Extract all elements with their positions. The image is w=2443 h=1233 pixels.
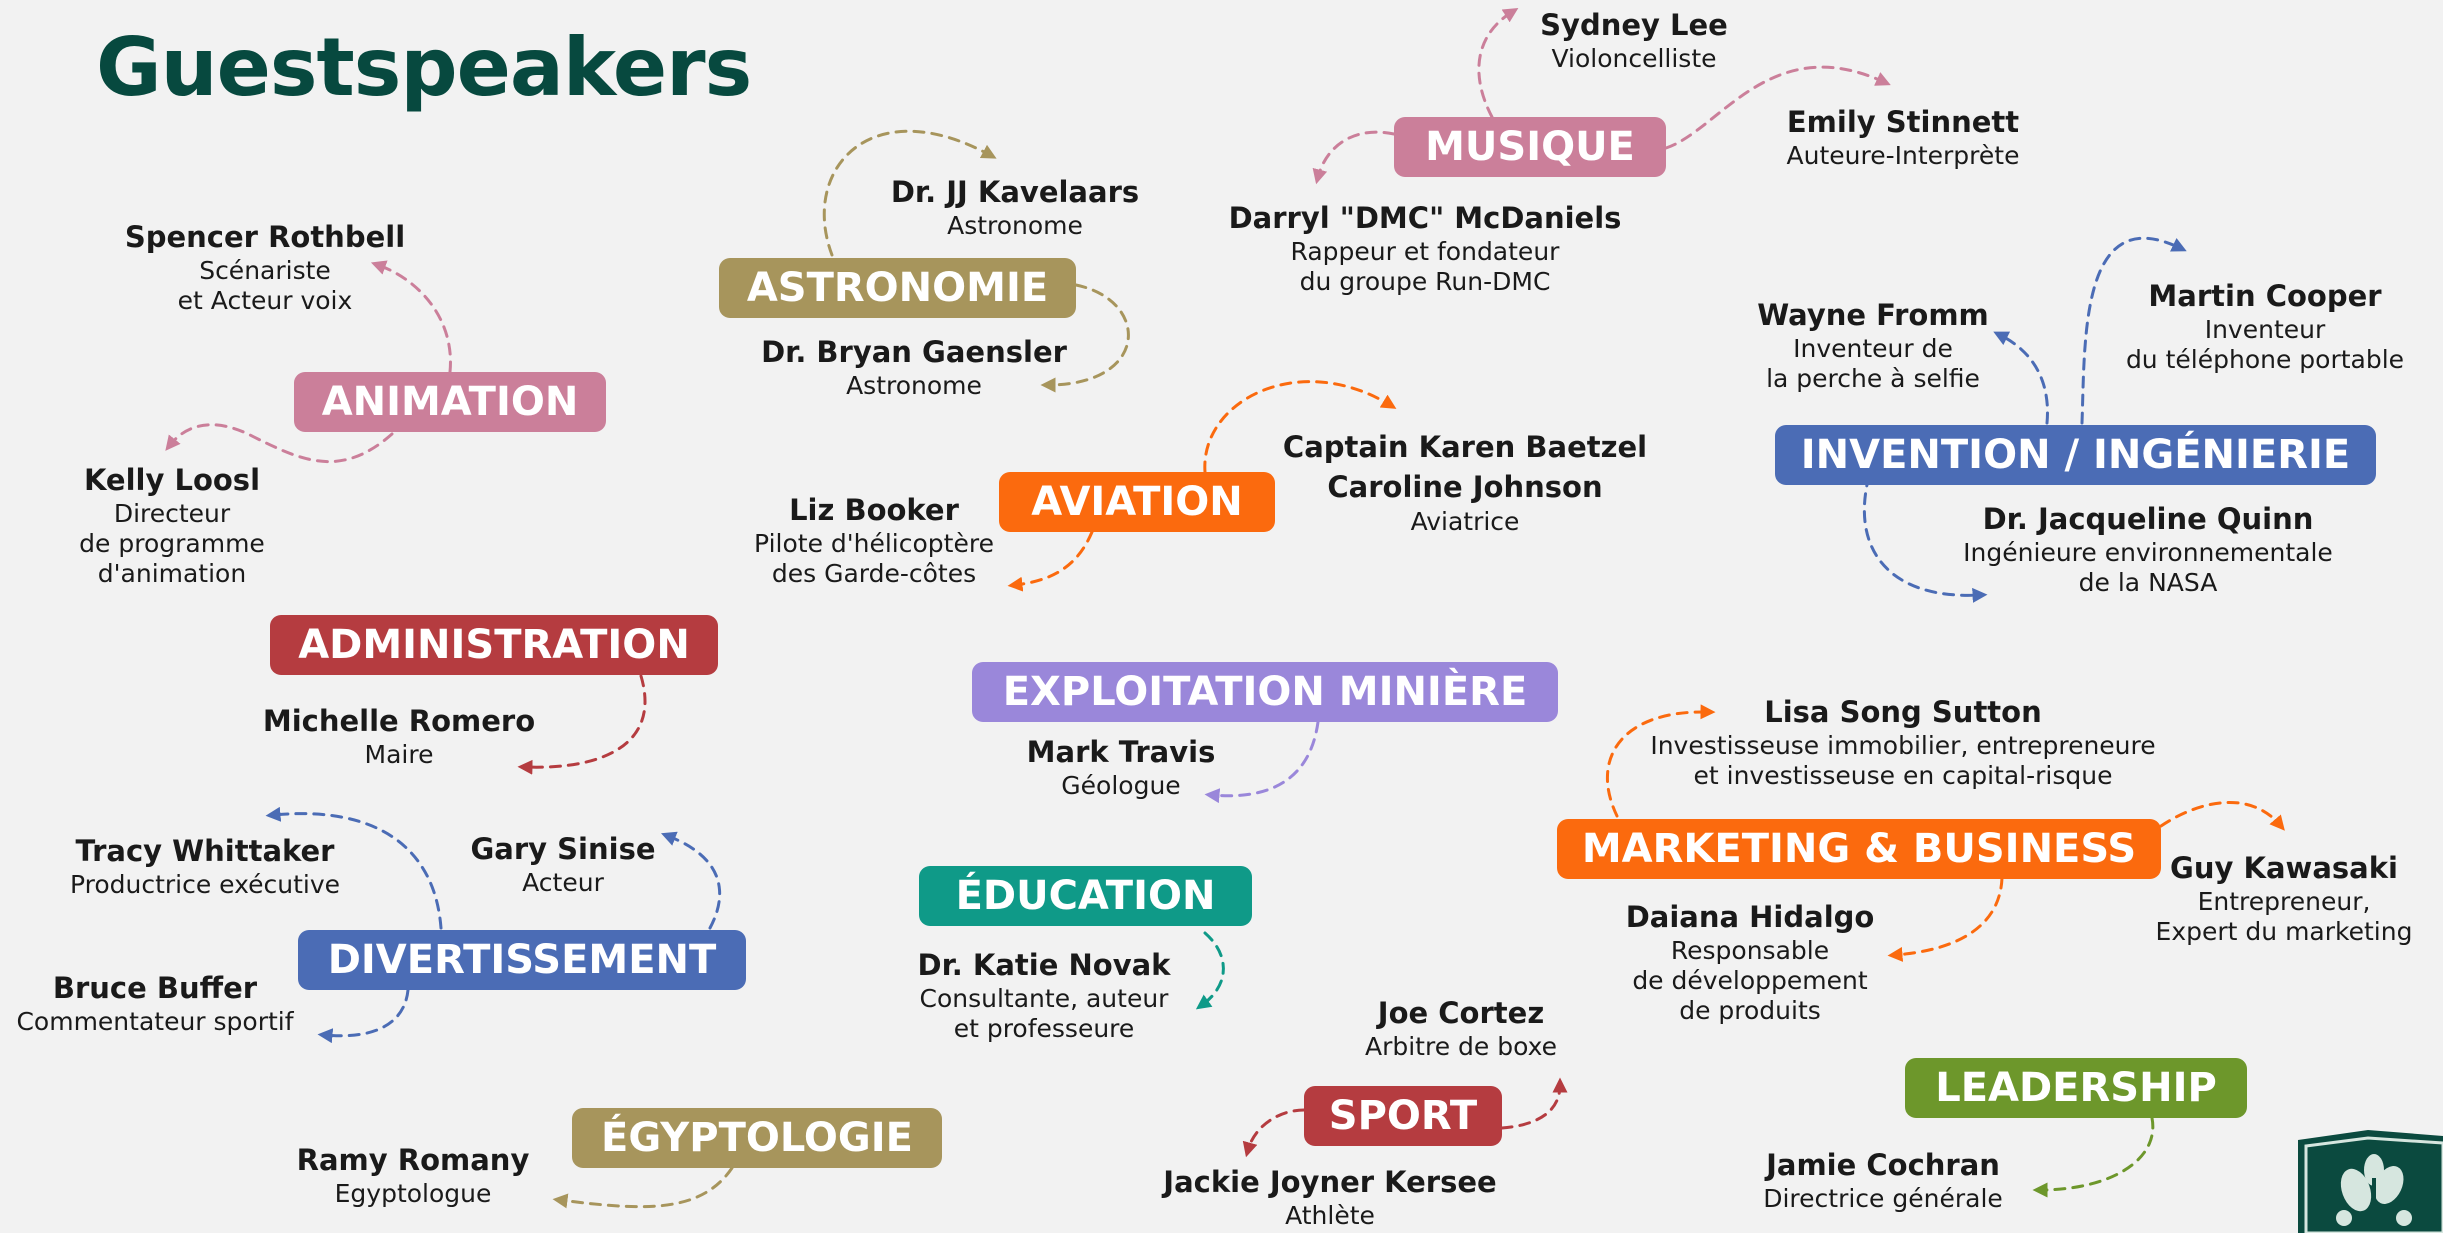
speaker-name: Tracy Whittaker bbox=[75, 834, 335, 868]
speaker-karen-baetzel-caroline-johnson: Captain Karen Baetzel Caroline Johnson A… bbox=[1283, 427, 1647, 537]
speaker-role: Commentateur sportif bbox=[16, 1007, 294, 1036]
speaker-role: Directeur de programme d'animation bbox=[79, 499, 265, 588]
speaker-mark-travis: Mark Travis Géologue bbox=[1027, 733, 1216, 801]
speaker-name: Kelly Loosl bbox=[83, 463, 261, 497]
speaker-lisa-song-sutton: Lisa Song Sutton Investisseuse immobilie… bbox=[1650, 693, 2155, 791]
speaker-role: Violoncelliste bbox=[1551, 44, 1717, 73]
speaker-name: Jackie Joyner Kersee bbox=[1163, 1165, 1497, 1199]
speaker-name: Ramy Romany bbox=[296, 1143, 530, 1177]
speaker-role: Directrice générale bbox=[1763, 1184, 2003, 1213]
speaker-name: Darryl "DMC" McDaniels bbox=[1228, 201, 1622, 235]
speaker-liz-booker: Liz Booker Pilote d'hélicoptère des Gard… bbox=[754, 491, 994, 589]
speaker-name: Emily Stinnett bbox=[1786, 105, 2020, 139]
speaker-darryl-mcdaniels: Darryl "DMC" McDaniels Rappeur et fondat… bbox=[1229, 199, 1622, 297]
speaker-name: Wayne Fromm bbox=[1757, 298, 1989, 332]
tag-invention: INVENTION / INGÉNIERIE bbox=[1775, 425, 2376, 485]
speaker-jackie-joyner-kersee: Jackie Joyner Kersee Athlète bbox=[1163, 1163, 1496, 1231]
speaker-name: Bruce Buffer bbox=[52, 971, 258, 1005]
speaker-name: Martin Cooper bbox=[2148, 279, 2382, 313]
speaker-role: Maire bbox=[364, 740, 434, 769]
tag-animation: ANIMATION bbox=[294, 372, 606, 432]
tag-divertissement: DIVERTISSEMENT bbox=[298, 930, 746, 990]
speaker-role: Scénariste et Acteur voix bbox=[177, 256, 353, 315]
tag-egyptologie: ÉGYPTOLOGIE bbox=[572, 1108, 942, 1168]
speaker-kelly-loosl: Kelly Loosl Directeur de programme d'ani… bbox=[79, 461, 265, 589]
speaker-sydney-lee: Sydney Lee Violoncelliste bbox=[1540, 6, 1728, 74]
speaker-role: Consultante, auteur et professeure bbox=[919, 984, 1169, 1043]
speaker-name: Dr. Katie Novak bbox=[917, 948, 1171, 982]
tag-administration: ADMINISTRATION bbox=[270, 615, 718, 675]
speaker-name: Dr. Bryan Gaensler bbox=[761, 335, 1067, 369]
speaker-emily-stinnett: Emily Stinnett Auteure-Interprète bbox=[1787, 103, 2020, 171]
speaker-katie-novak: Dr. Katie Novak Consultante, auteur et p… bbox=[918, 946, 1171, 1044]
speaker-role: Astronome bbox=[846, 371, 982, 400]
speaker-name: Daiana Hidalgo bbox=[1625, 900, 1875, 934]
speaker-martin-cooper: Martin Cooper Inventeur du téléphone por… bbox=[2126, 277, 2404, 375]
speaker-role: Aviatrice bbox=[1410, 507, 1520, 536]
speaker-name: Spencer Rothbell bbox=[124, 220, 406, 254]
speaker-ramy-romany: Ramy Romany Egyptologue bbox=[297, 1141, 530, 1209]
speaker-role: Pilote d'hélicoptère des Garde-côtes bbox=[754, 529, 994, 588]
speaker-name: Joe Cortez bbox=[1377, 996, 1545, 1030]
tag-marketing: MARKETING & BUSINESS bbox=[1557, 819, 2161, 879]
speaker-name: Jamie Cochran bbox=[1766, 1148, 2000, 1182]
speaker-name: Dr. Jacqueline Quinn bbox=[1982, 502, 2314, 536]
speaker-name: Lisa Song Sutton bbox=[1764, 695, 2042, 729]
speaker-bruce-buffer: Bruce Buffer Commentateur sportif bbox=[16, 969, 293, 1037]
speaker-role: Productrice exécutive bbox=[69, 870, 341, 899]
speaker-role: Egyptologue bbox=[334, 1179, 492, 1208]
crest-logo-icon bbox=[2298, 1130, 2443, 1233]
speaker-joe-cortez: Joe Cortez Arbitre de boxe bbox=[1365, 994, 1557, 1062]
speaker-wayne-fromm: Wayne Fromm Inventeur de la perche à sel… bbox=[1757, 296, 1989, 394]
speaker-name: Dr. JJ Kavelaars bbox=[890, 175, 1140, 209]
speaker-role: Géologue bbox=[1061, 771, 1181, 800]
speaker-role: Rappeur et fondateur du groupe Run-DMC bbox=[1290, 237, 1560, 296]
speaker-role: Acteur bbox=[522, 868, 604, 897]
speaker-name: Captain Karen Baetzel Caroline Johnson bbox=[1282, 430, 1648, 504]
tag-astronomie: ASTRONOMIE bbox=[719, 258, 1076, 318]
speaker-name: Michelle Romero bbox=[262, 704, 536, 738]
speaker-role: Inventeur de la perche à selfie bbox=[1766, 334, 1980, 393]
speaker-gary-sinise: Gary Sinise Acteur bbox=[470, 830, 655, 898]
speaker-role: Responsable de développement de produits bbox=[1632, 936, 1868, 1025]
speaker-jacqueline-quinn: Dr. Jacqueline Quinn Ingénieure environn… bbox=[1963, 500, 2333, 598]
tag-musique: MUSIQUE bbox=[1394, 117, 1666, 177]
speaker-role: Arbitre de boxe bbox=[1364, 1032, 1558, 1061]
speaker-name: Sydney Lee bbox=[1540, 8, 1728, 42]
speaker-role: Investisseuse immobilier, entrepreneure … bbox=[1650, 731, 2156, 790]
speaker-guy-kawasaki: Guy Kawasaki Entrepreneur, Expert du mar… bbox=[2156, 849, 2413, 947]
tag-education: ÉDUCATION bbox=[919, 866, 1252, 926]
speaker-role: Astronome bbox=[947, 211, 1083, 240]
speaker-role: Inventeur du téléphone portable bbox=[2125, 315, 2405, 374]
speaker-name: Mark Travis bbox=[1026, 735, 1216, 769]
speaker-michelle-romero: Michelle Romero Maire bbox=[263, 702, 535, 770]
speaker-spencer-rothbell: Spencer Rothbell Scénariste et Acteur vo… bbox=[125, 218, 405, 316]
speaker-role: Athlète bbox=[1285, 1201, 1375, 1230]
tag-leadership: LEADERSHIP bbox=[1905, 1058, 2247, 1118]
speaker-name: Liz Booker bbox=[789, 493, 959, 527]
tag-aviation: AVIATION bbox=[999, 472, 1275, 532]
tag-sport: SPORT bbox=[1304, 1086, 1502, 1146]
speaker-tracy-whittaker: Tracy Whittaker Productrice exécutive bbox=[70, 832, 340, 900]
speaker-role: Ingénieure environnementale de la NASA bbox=[1963, 538, 2333, 597]
speaker-jj-kavelaars: Dr. JJ Kavelaars Astronome bbox=[891, 173, 1139, 241]
speaker-jamie-cochran: Jamie Cochran Directrice générale bbox=[1763, 1146, 2003, 1214]
page-title: Guestspeakers bbox=[96, 21, 752, 114]
speaker-role: Entrepreneur, Expert du marketing bbox=[2155, 887, 2413, 946]
speaker-role: Auteure-Interprète bbox=[1786, 141, 2020, 170]
speaker-name: Guy Kawasaki bbox=[2170, 851, 2398, 885]
speaker-bryan-gaensler: Dr. Bryan Gaensler Astronome bbox=[761, 333, 1067, 401]
tag-exploitation: EXPLOITATION MINIÈRE bbox=[972, 662, 1558, 722]
speaker-daiana-hidalgo: Daiana Hidalgo Responsable de développem… bbox=[1626, 898, 1875, 1026]
speaker-name: Gary Sinise bbox=[470, 832, 656, 866]
